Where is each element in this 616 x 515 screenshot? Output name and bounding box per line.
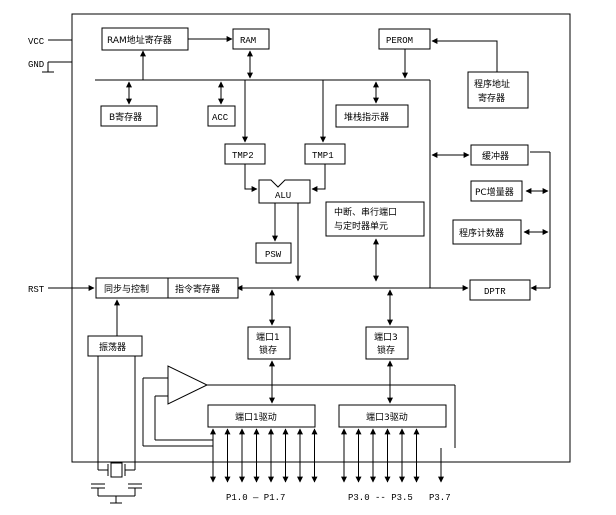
sync-control-label: 同步与控制 bbox=[104, 283, 149, 295]
port1-driver-box bbox=[207, 404, 316, 428]
tmp2-label: TMP2 bbox=[232, 151, 254, 161]
dptr-box bbox=[469, 279, 531, 301]
b-register-label: B寄存器 bbox=[109, 111, 142, 123]
pc-incrementer-box bbox=[470, 180, 523, 202]
perom-label: PEROM bbox=[386, 36, 413, 46]
stack-pointer-label: 堆栈指示器 bbox=[344, 111, 389, 123]
p3-pins-label: P3.0 -- P3.5 bbox=[348, 493, 413, 503]
port1-latch-label-1: 端口1 bbox=[256, 331, 280, 343]
port3-latch-label-2: 锁存 bbox=[377, 344, 395, 356]
gnd-pin: GND bbox=[28, 60, 72, 73]
p37-pin-label: P3.7 bbox=[429, 493, 451, 503]
stack-pointer-box bbox=[335, 104, 409, 128]
oscillator-label: 振荡器 bbox=[99, 341, 126, 353]
vcc-label: VCC bbox=[28, 37, 45, 47]
ram-label: RAM bbox=[240, 36, 256, 46]
dptr-label: DPTR bbox=[484, 287, 506, 297]
port1-pin-arrows bbox=[210, 428, 318, 483]
buffer-label: 缓冲器 bbox=[482, 150, 509, 162]
program-counter-label: 程序计数器 bbox=[459, 227, 504, 239]
prog-addr-to-perom-arrow bbox=[431, 38, 498, 72]
ram-box bbox=[232, 28, 270, 50]
tmp1-to-alu-arrow bbox=[311, 164, 326, 192]
crystal-icon bbox=[110, 462, 123, 478]
crystal-circuit bbox=[91, 356, 142, 504]
program-address-register-label-1: 程序地址 bbox=[474, 78, 510, 90]
port3-latch-box bbox=[365, 326, 409, 360]
psw-label: PSW bbox=[265, 250, 282, 260]
buffer-box bbox=[470, 144, 529, 166]
tmp1-label: TMP1 bbox=[312, 151, 334, 161]
b-register-box bbox=[100, 105, 158, 127]
port1-latch-box bbox=[247, 326, 291, 360]
instruction-register-box bbox=[167, 277, 239, 299]
port3-driver-label: 端口3驱动 bbox=[366, 411, 408, 423]
instruction-register-label: 指令寄存器 bbox=[175, 283, 220, 295]
interrupt-timer-label-1: 中断、串行端口 bbox=[334, 206, 397, 218]
alu-box bbox=[258, 179, 311, 204]
port1-latch-label-2: 锁存 bbox=[259, 344, 277, 356]
interrupt-timer-box bbox=[325, 201, 425, 237]
acc-label: ACC bbox=[212, 113, 229, 123]
pc-incrementer-label: PC增量器 bbox=[475, 186, 514, 198]
psw-box bbox=[255, 242, 292, 264]
port1-driver-label: 端口1驱动 bbox=[235, 411, 277, 423]
acc-box bbox=[207, 105, 236, 127]
comparator-icon bbox=[167, 365, 209, 405]
comparator bbox=[142, 365, 456, 448]
tmp2-to-alu-arrow bbox=[244, 164, 258, 192]
p1-pins-label: P1.0 — P1.7 bbox=[226, 493, 285, 503]
program-counter-box bbox=[452, 219, 522, 245]
ram-address-register-label: RAM地址寄存器 bbox=[107, 34, 172, 46]
port3-latch-label-1: 端口3 bbox=[374, 331, 398, 343]
oscillator-box bbox=[87, 335, 143, 357]
program-address-register-label-2: 寄存器 bbox=[478, 92, 505, 104]
rst-label: RST bbox=[28, 285, 45, 295]
program-address-register-box bbox=[467, 71, 529, 109]
alu-label: ALU bbox=[275, 191, 291, 201]
port3-pin-arrows bbox=[341, 428, 420, 483]
interrupt-timer-label-2: 与定时器单元 bbox=[334, 220, 388, 232]
port3-driver-box bbox=[338, 404, 447, 428]
vcc-pin: VCC bbox=[28, 37, 72, 47]
gnd-label: GND bbox=[28, 60, 44, 70]
